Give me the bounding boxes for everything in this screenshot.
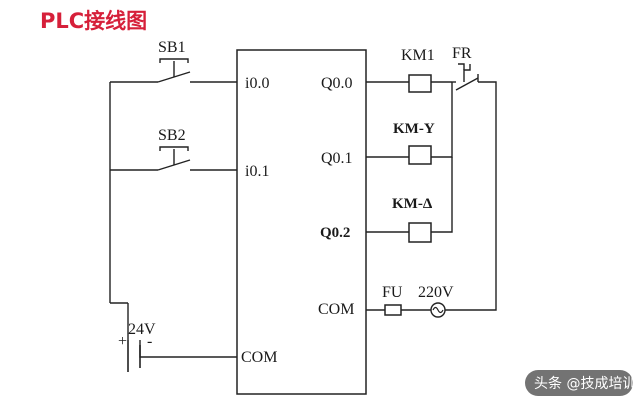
battery-plus-label: + (118, 333, 127, 350)
sb1-label: SB1 (158, 39, 186, 56)
input-com-label: COM (241, 349, 277, 366)
output-com-label: COM (318, 301, 354, 318)
fuse-label: FU (382, 284, 403, 301)
sb2-pushbutton: SB2 (157, 127, 191, 171)
battery-minus-label: - (147, 333, 152, 350)
sb1-pushbutton: SB1 (157, 39, 191, 83)
sb2-label: SB2 (158, 127, 186, 144)
fr-label: FR (452, 45, 472, 62)
diagram-title: PLC接线图 (40, 9, 147, 33)
plc-box (236, 49, 367, 395)
output-q00-label: Q0.0 (321, 75, 353, 92)
output-q02-label: Q0.2 (320, 225, 350, 241)
kmy-coil (408, 145, 432, 165)
battery-24v: 24V + - (118, 321, 156, 372)
kmd-label: KM-Δ (392, 196, 433, 212)
watermark: 头条 @技成培训 (525, 370, 636, 396)
km1-label: KM1 (401, 47, 435, 64)
dc-voltage-label: 24V (128, 321, 156, 338)
input-i00-label: i0.0 (245, 75, 269, 92)
ac-voltage-label: 220V (418, 284, 454, 301)
fr-contact: FR (452, 45, 479, 91)
output-wires (366, 81, 497, 311)
input-i01-label: i0.1 (245, 163, 269, 180)
left-rail-wires (109, 81, 237, 358)
watermark-text: 头条 @技成培训 (534, 375, 636, 392)
kmy-label: KM-Y (393, 121, 435, 137)
output-q01-label: Q0.1 (321, 150, 353, 167)
km1-coil (408, 74, 432, 93)
ac-source: 220V (418, 284, 454, 318)
fuse: FU (382, 284, 403, 316)
kmd-coil (408, 222, 432, 243)
